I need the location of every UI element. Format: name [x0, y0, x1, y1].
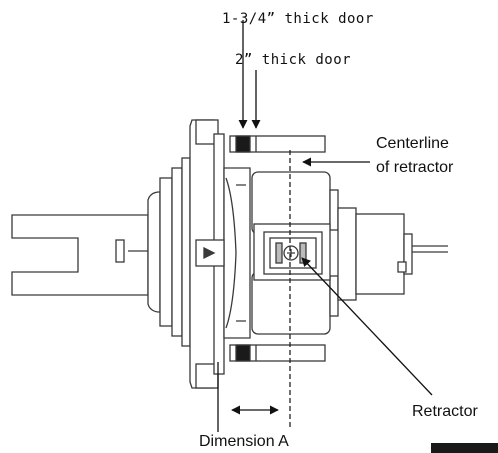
corner-bar — [431, 443, 498, 453]
label-door-1-3-4: 1-3/4” thick door — [222, 11, 374, 27]
rose-trim — [147, 157, 191, 347]
dimension-a-marker — [217, 362, 279, 432]
label-centerline: Centerline — [376, 135, 449, 152]
label-door-2: 2” thick door — [235, 52, 352, 68]
label-of-retractor: of retractor — [376, 159, 454, 176]
label-retractor: Retractor — [412, 403, 478, 420]
retractor-leader — [301, 257, 433, 396]
bottom-screw — [229, 344, 326, 362]
retractor-assembly — [263, 231, 323, 275]
motor-block — [337, 207, 448, 301]
label-dimension-a: Dimension A — [199, 433, 289, 450]
top-screw — [229, 135, 326, 153]
chassis-body — [195, 167, 251, 339]
door-arrows — [238, 20, 261, 129]
lever-handle — [11, 214, 149, 296]
